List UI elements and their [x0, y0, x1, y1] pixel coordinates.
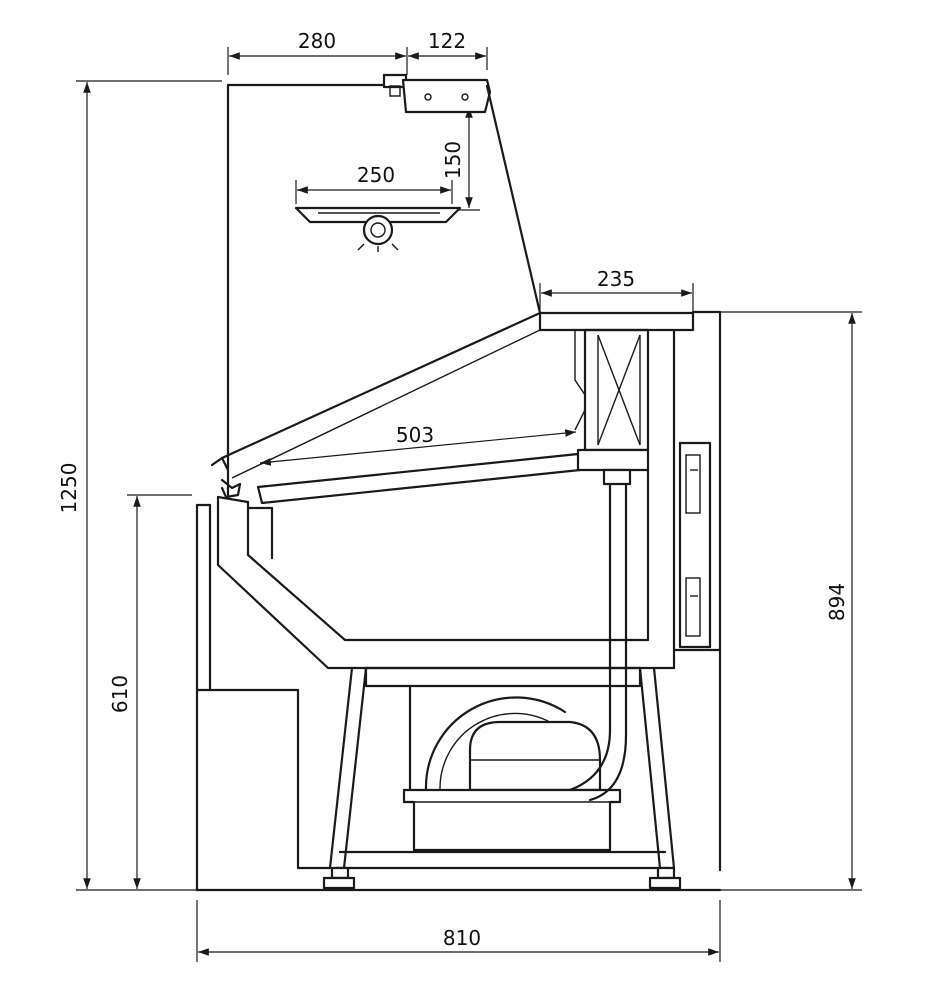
dimension-labels: 280 122 150 250 235 503 1250 610 894 810 [57, 29, 849, 950]
dim-label-610: 610 [108, 675, 132, 713]
dim-label-280: 280 [298, 29, 336, 53]
base-stand [322, 666, 682, 890]
dim-label-503: 503 [396, 423, 434, 447]
lamp-fixture [294, 206, 462, 252]
dim-label-150: 150 [441, 141, 465, 179]
dim-label-810: 810 [443, 926, 481, 950]
dim-label-250: 250 [357, 163, 395, 187]
dim-label-235: 235 [597, 267, 635, 291]
compressor-unit [402, 468, 632, 852]
case-body [195, 310, 722, 892]
dimension-lines [76, 47, 862, 962]
dim-label-122: 122 [428, 29, 466, 53]
dim-label-894: 894 [825, 583, 849, 621]
lamp-post [226, 73, 542, 472]
dim-label-1250: 1250 [57, 463, 81, 514]
